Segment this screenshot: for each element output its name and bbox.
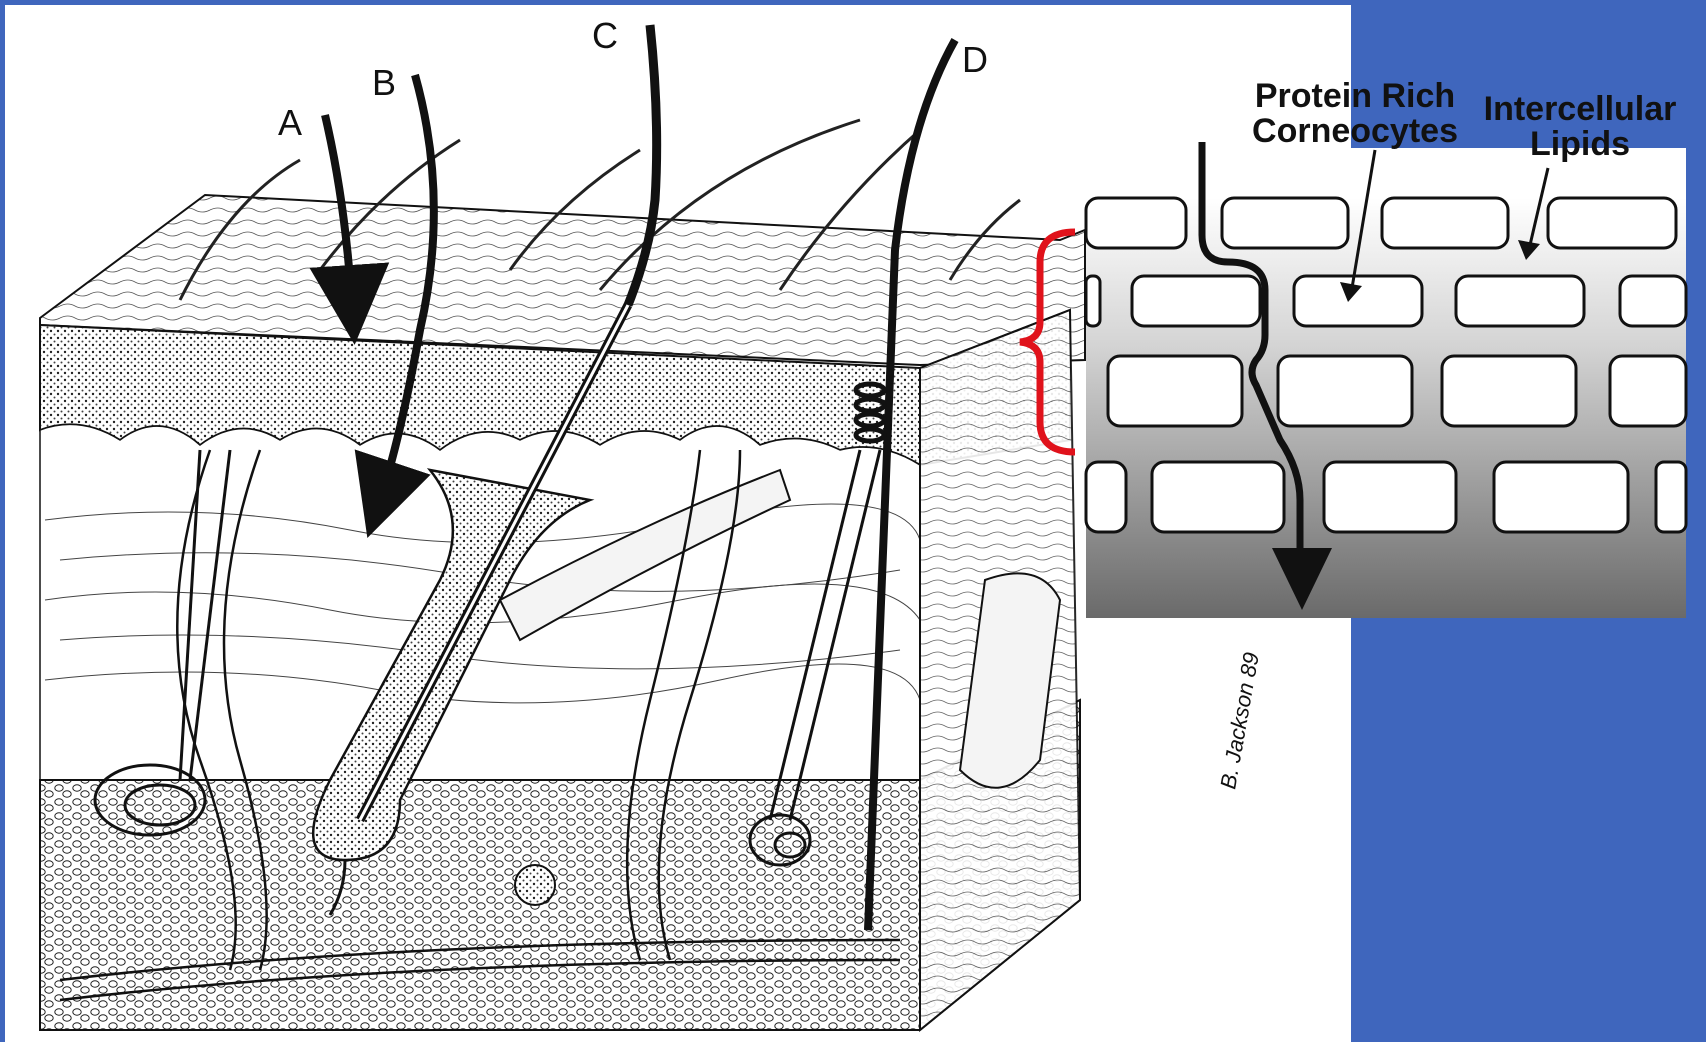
artist-signature: B. Jackson 89 <box>1215 650 1264 790</box>
pacinian-corpuscle <box>515 865 555 905</box>
label-a: A <box>278 102 302 143</box>
skin-block: B. Jackson 89 <box>40 120 1264 1030</box>
label-c: C <box>592 15 618 56</box>
brick-mortar-inset: Protein Rich Corneocytes Intercellular L… <box>1086 77 1686 618</box>
label-protein-rich: Protein Rich <box>1255 77 1455 115</box>
label-b: B <box>372 62 396 103</box>
label-intercellular: Intercellular <box>1484 90 1677 128</box>
label-corneocytes: Corneocytes <box>1252 112 1458 150</box>
label-d: D <box>962 39 988 80</box>
label-lipids: Lipids <box>1530 125 1630 163</box>
